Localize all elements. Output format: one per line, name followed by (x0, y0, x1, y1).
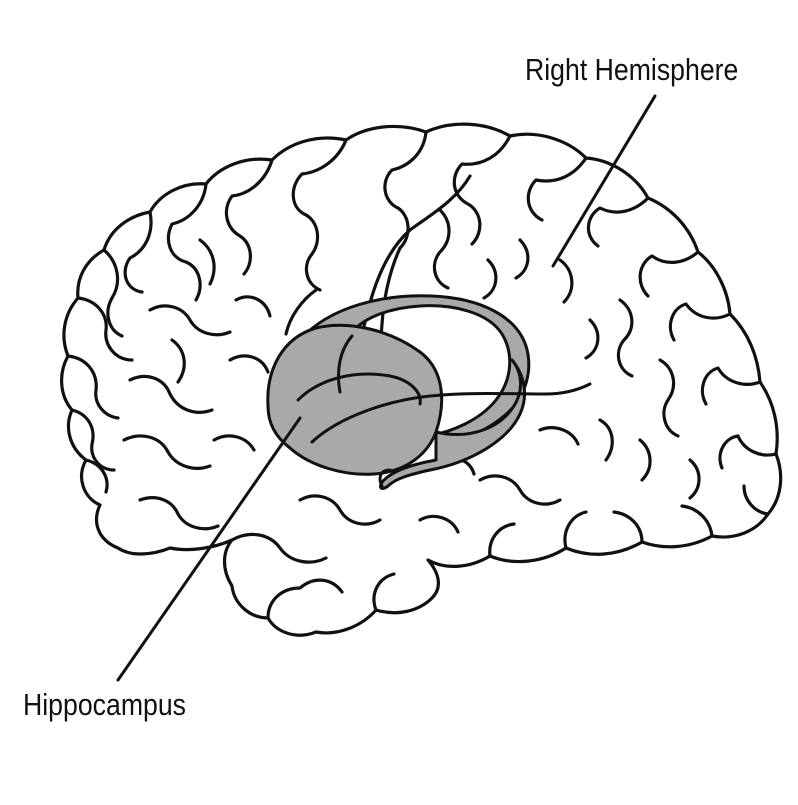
label-hippocampus: Hippocampus (23, 687, 187, 722)
leader-line-right-hemisphere (553, 96, 655, 266)
brain-outline (62, 124, 781, 635)
hippocampal-tail (381, 360, 525, 488)
hippocampus-body (268, 325, 442, 474)
label-right-hemisphere: Right Hemisphere (525, 52, 739, 87)
leader-line-hippocampus (118, 418, 300, 680)
